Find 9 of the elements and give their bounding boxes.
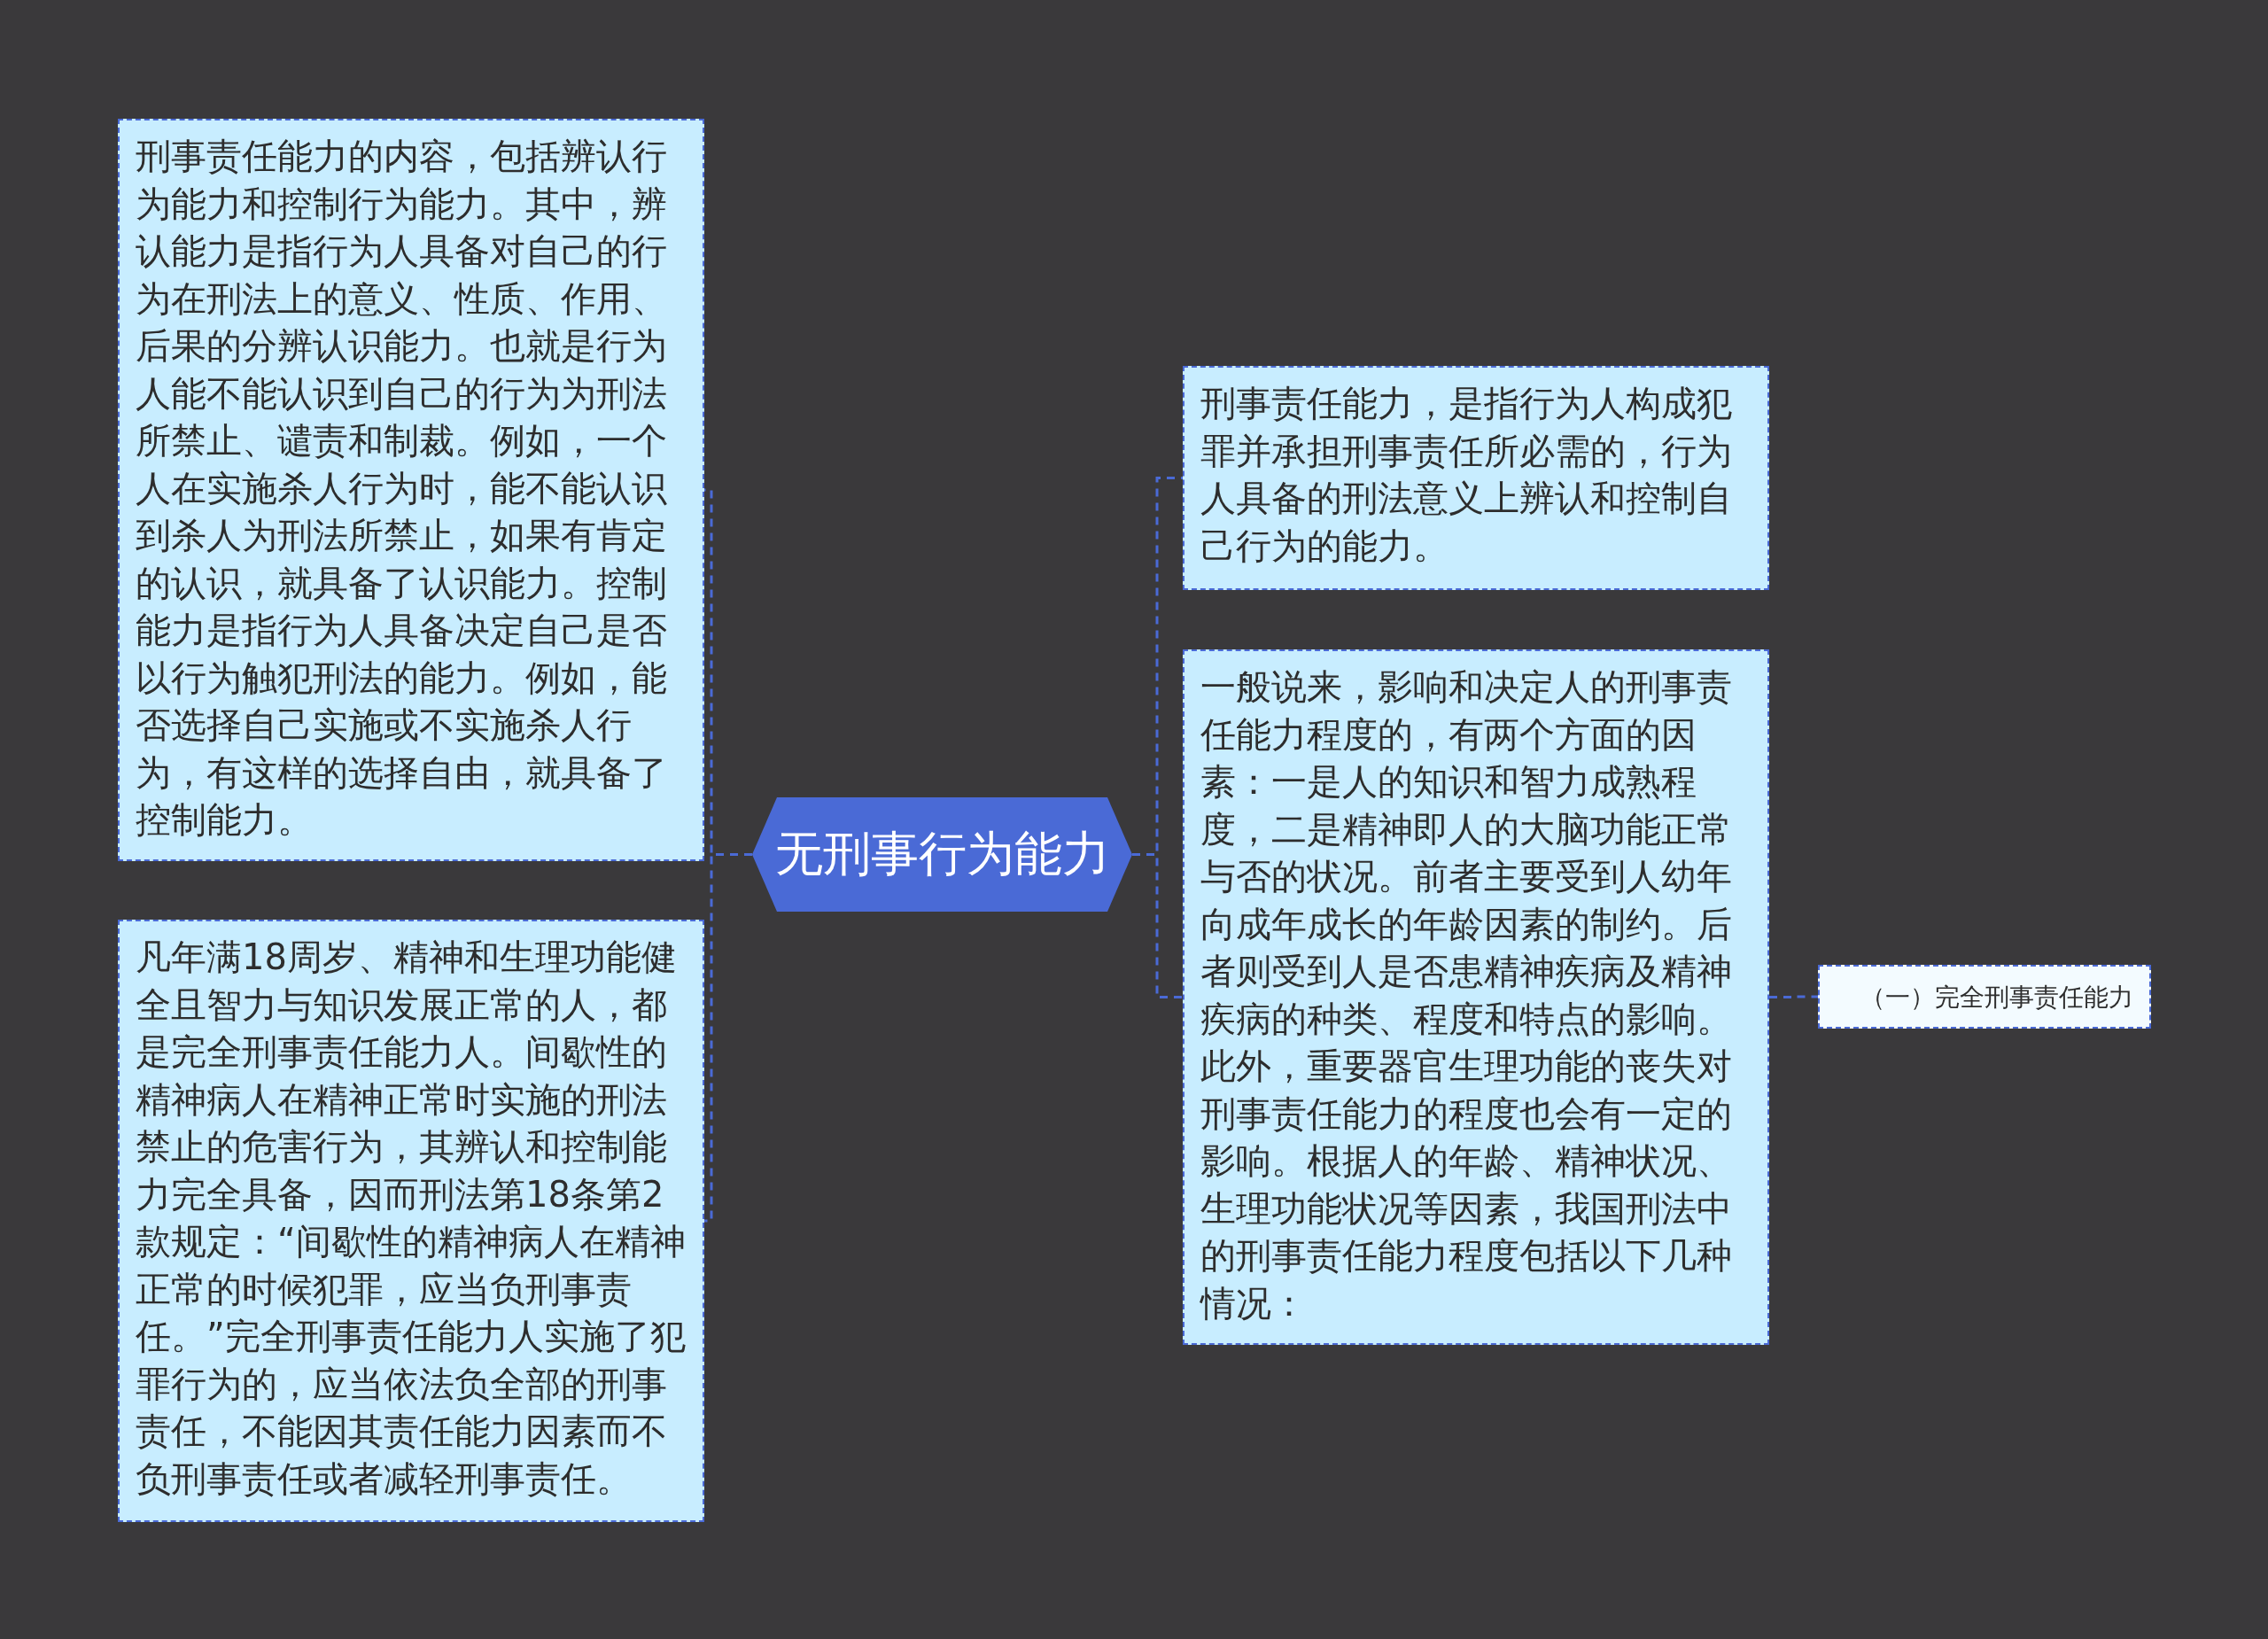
text-box: 刑事责任能力，是指行为人构成犯罪并承担刑事责任所必需的，行为人具备的刑法意义上辨认和控制自己行为的能力。 — [1183, 366, 1769, 590]
subtopic-box: （一）完全刑事责任能力 — [1818, 965, 2151, 1029]
text-box: 凡年满18周岁、精神和生理功能健全且智力与知识发展正常的人，都是完全刑事责任能力人。间歇性的精神病人在精神正常时实施的刑法禁止的危害行为，其辨认和控制能力完全具备，因而刑法第18条第2款规定：“间歇性的精神病人在精神正常的时候犯罪，应当负刑事责任。”完全刑事责任能力人实施了犯罪行为的，应当依法负全部的刑事责任，不能因其责任能力因素而不负刑事责任或者减轻刑事责任。 — [118, 920, 704, 1522]
connector — [704, 853, 752, 1223]
topic-hexagon: 无刑事行为能力 — [752, 797, 1132, 912]
connector — [1132, 853, 1183, 998]
text-box: 刑事责任能力的内容，包括辨认行为能力和控制行为能力。其中，辨认能力是指行为人具备对自己的行为在刑法上的意义、性质、作用、后果的分辨认识能力。也就是行为人能不能认识到自己的行为为刑法所禁止、谴责和制裁。例如，一个人在实施杀人行为时，能不能认识到杀人为刑法所禁止，如果有肯定的认识，就具备了认识能力。控制能力是指行为人具备决定自己是否以行为触犯刑法的能力。例如，能否选择自己实施或不实施杀人行为，有这样的选择自由，就具备了控制能力。 — [118, 119, 704, 861]
text-box: 一般说来，影响和决定人的刑事责任能力程度的，有两个方面的因素：一是人的知识和智力成熟程度，二是精神即人的大脑功能正常与否的状况。前者主要受到人幼年向成年成长的年龄因素的制约。后者则受到人是否患精神疾病及精神疾病的种类、程度和特点的影响。此外，重要器官生理功能的丧失对刑事责任能力的程度也会有一定的影响。根据人的年龄、精神状况、生理功能状况等因素，我国刑法中的刑事责任能力程度包括以下几种情况： — [1183, 649, 1769, 1345]
connector — [1769, 995, 1818, 998]
